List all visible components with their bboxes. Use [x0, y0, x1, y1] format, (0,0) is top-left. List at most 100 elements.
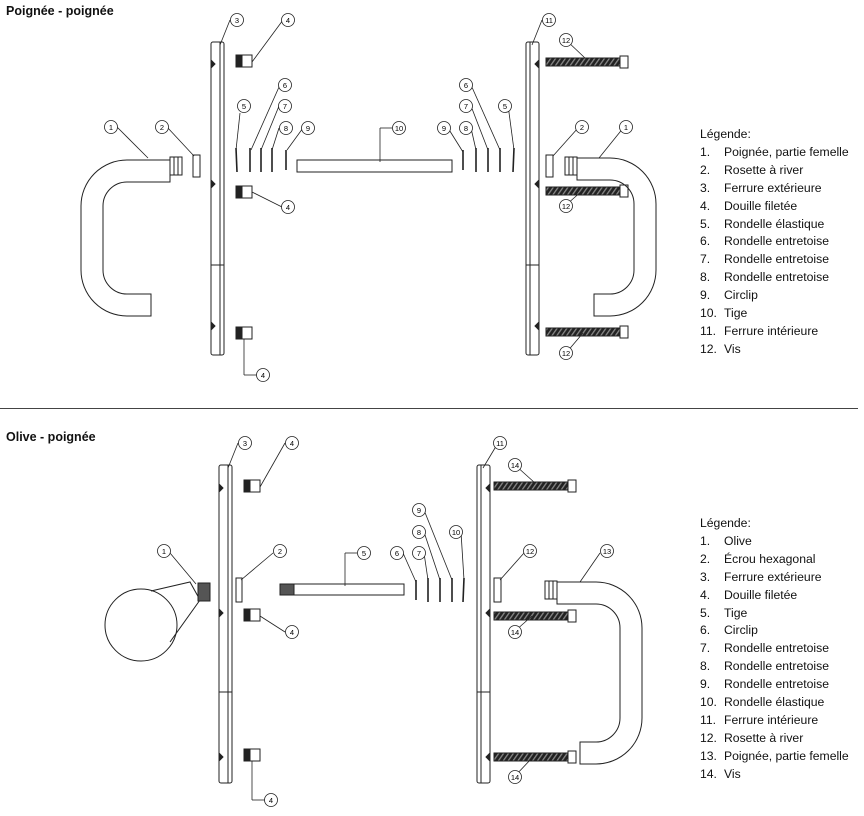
- legend-item-label: Rondelle élastique: [724, 216, 825, 231]
- legend-item-number: 9.: [700, 288, 711, 303]
- svg-text:6: 6: [395, 549, 399, 558]
- legend-item-number: 3.: [700, 569, 711, 584]
- legend-item: 6. Rondelle entretoise: [700, 233, 849, 251]
- svg-text:2: 2: [160, 123, 164, 132]
- legend-item-label: Tige: [724, 306, 748, 321]
- legend-item-number: 11.: [700, 712, 717, 727]
- legend-title: Légende:: [700, 516, 751, 530]
- svg-text:8: 8: [464, 124, 468, 133]
- callout: 7: [459, 99, 473, 113]
- callout: 7: [278, 99, 292, 113]
- callout: 8: [412, 525, 426, 539]
- svg-text:1: 1: [109, 123, 113, 132]
- handle-female-part-right: [564, 156, 657, 317]
- legend-item: 7. Rondelle entretoise: [700, 251, 849, 269]
- legend-item-number: 7.: [700, 252, 711, 267]
- svg-text:9: 9: [417, 506, 421, 515]
- legend-item: 12.Vis: [700, 341, 849, 359]
- svg-text:1: 1: [162, 547, 166, 556]
- interior-plate: [525, 41, 540, 356]
- handle-female-part-left: [80, 156, 183, 317]
- legend-item-number: 6.: [700, 623, 711, 638]
- callout: 4: [281, 200, 295, 214]
- legend-item: 13.Poignée, partie femelle: [700, 748, 849, 766]
- legend-item-number: 8.: [700, 659, 711, 674]
- svg-text:7: 7: [464, 102, 468, 111]
- callout: 14: [508, 770, 522, 784]
- svg-text:6: 6: [283, 81, 287, 90]
- section-divider: [0, 408, 858, 409]
- legend-item-number: 4.: [700, 198, 711, 213]
- legend-item-label: Circlip: [724, 623, 758, 638]
- legend-item: 1.Olive: [700, 533, 849, 551]
- legend-item-label: Circlip: [724, 288, 758, 303]
- legend-item-label: Ferrure intérieure: [724, 712, 819, 727]
- legend-item: 6. Circlip: [700, 622, 849, 640]
- svg-text:12: 12: [562, 202, 570, 211]
- hex-nut: [235, 577, 243, 603]
- callout: 8: [459, 121, 473, 135]
- legend-item-label: Rondelle entretoise: [724, 659, 830, 674]
- legend-item-label: Poignée, partie femelle: [724, 748, 849, 763]
- legend-item: 9. Circlip: [700, 287, 849, 305]
- callout: 11: [493, 436, 507, 450]
- callout: 9: [301, 121, 315, 135]
- svg-text:5: 5: [242, 102, 246, 111]
- callout: 3: [238, 436, 252, 450]
- legend-item-label: Rondelle entretoise: [724, 234, 830, 249]
- legend-item-number: 11.: [700, 323, 717, 338]
- legend-item: 4.Douille filetée: [700, 198, 849, 216]
- leader-lines-1: [116, 19, 625, 376]
- legend-item-label: Rosette à river: [724, 162, 804, 177]
- legend-item-label: Olive: [724, 533, 752, 548]
- threaded-bushing: [235, 185, 253, 199]
- legend-title: Légende:: [700, 127, 751, 141]
- legend-item: 8.Rondelle entretoise: [700, 269, 849, 287]
- callout: 4: [256, 368, 270, 382]
- legend-item-label: Rondelle entretoise: [724, 677, 830, 692]
- threaded-bushing: [235, 54, 253, 68]
- callout: 6: [459, 78, 473, 92]
- svg-text:5: 5: [362, 549, 366, 558]
- legend-item-label: Écrou hexagonal: [724, 551, 816, 566]
- svg-text:4: 4: [286, 16, 290, 25]
- svg-text:14: 14: [511, 773, 519, 782]
- legend-item-number: 14.: [700, 766, 717, 781]
- legend-item: 5.Tige: [700, 605, 849, 623]
- svg-text:11: 11: [496, 439, 504, 448]
- svg-text:6: 6: [464, 81, 468, 90]
- section-title-knob-handle: Olive - poignée: [6, 430, 96, 444]
- legend-item: 9.Rondelle entretoise: [700, 676, 849, 694]
- legend-item: 3.Ferrure extérieure: [700, 180, 849, 198]
- svg-text:12: 12: [562, 36, 570, 45]
- svg-text:9: 9: [442, 124, 446, 133]
- callout: 10: [449, 525, 463, 539]
- callout: 2: [155, 120, 169, 134]
- exterior-plate: [210, 41, 225, 356]
- threaded-bushing: [243, 479, 261, 493]
- legend-item: 11. Ferrure intérieure: [700, 323, 849, 341]
- threaded-bushing: [243, 748, 261, 762]
- svg-text:4: 4: [290, 439, 294, 448]
- callout: 1: [157, 544, 171, 558]
- svg-text:4: 4: [290, 628, 294, 637]
- svg-text:2: 2: [580, 123, 584, 132]
- legend-item: 10.Rondelle élastique: [700, 694, 849, 712]
- callout: 2: [273, 544, 287, 558]
- legend-item-number: 5.: [700, 605, 711, 620]
- legend-item-label: Rondelle entretoise: [724, 252, 830, 267]
- threaded-bushing: [235, 326, 253, 340]
- legend-item-number: 6.: [700, 234, 711, 249]
- screw: [545, 55, 629, 69]
- svg-text:13: 13: [603, 547, 611, 556]
- legend-item: 7.Rondelle entretoise: [700, 640, 849, 658]
- svg-text:12: 12: [562, 349, 570, 358]
- legend-item-label: Ferrure intérieure: [724, 323, 819, 338]
- screw: [493, 479, 577, 493]
- svg-text:3: 3: [243, 439, 247, 448]
- callout: 12: [559, 199, 573, 213]
